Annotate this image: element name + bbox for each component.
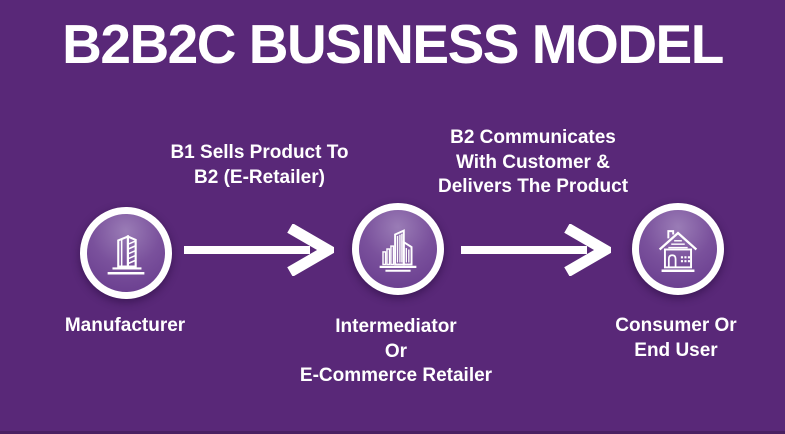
intermediator-label-line-2: Or [384, 340, 408, 362]
manufacturer-label: Manufacturer [25, 314, 225, 339]
arrow-2-label: B2 Communicates With Customer & Delivers… [408, 126, 658, 200]
manufacturer-label-line-1: Manufacturer [64, 315, 186, 336]
consumer-label-line-1: Consumer Or [615, 315, 737, 336]
arrow-1-label: B1 Sells Product To B2 (E-Retailer) [137, 141, 382, 190]
intermediator-label-line-3: E-Commerce Retailer [299, 365, 493, 386]
consumer-label: Consumer Or End User [576, 314, 776, 363]
house-icon [658, 230, 698, 273]
intermediator-label-line-1: Intermediator [335, 316, 457, 337]
intermediator-label: Intermediator Or E-Commerce Retailer [296, 315, 496, 389]
arrow-1-label-line-2: B2 (E-Retailer) [194, 166, 325, 188]
arrow-right-2 [461, 224, 611, 276]
intermediator-node [352, 203, 444, 295]
factory-building-icon [107, 234, 145, 275]
arrow-2-label-line-2: With Customer & [456, 151, 610, 173]
consumer-node [632, 203, 724, 295]
arrow-2-label-line-3: Delivers The Product [437, 176, 629, 197]
arrow-right-1 [184, 224, 334, 276]
manufacturer-node [80, 207, 172, 299]
arrow-2-label-line-1: B2 Communicates [450, 127, 616, 148]
city-buildings-icon [379, 229, 417, 272]
arrow-1-label-line-1: B1 Sells Product To [170, 142, 349, 163]
consumer-label-line-2: End User [634, 339, 718, 361]
page-title: B2B2C BUSINESS MODEL [62, 13, 724, 75]
